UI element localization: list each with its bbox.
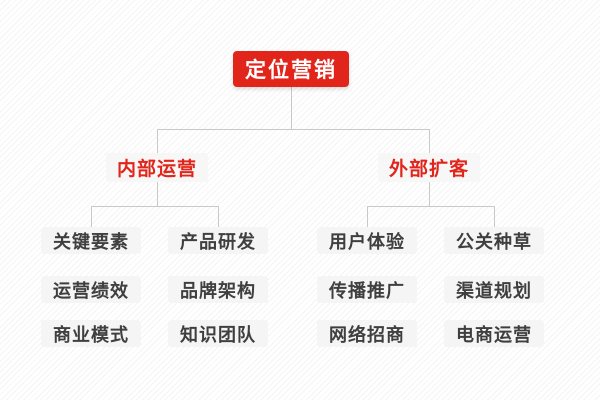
connector-left-drop-2 [218, 206, 219, 227]
connector-right-stem [429, 182, 430, 206]
connector-left-horizontal [91, 206, 219, 207]
leaf-node-key-elements: 关键要素 [41, 227, 141, 254]
connector-right-horizontal [367, 206, 495, 207]
connector-left-stem [157, 182, 158, 206]
connector-left-drop-1 [91, 206, 92, 227]
leaf-node-channel-planning: 渠道规划 [444, 276, 544, 303]
connector-root-stem [291, 87, 292, 129]
leaf-node-business-model: 商业模式 [41, 320, 141, 347]
connector-right-drop-2 [494, 206, 495, 227]
connector-right-drop-1 [367, 206, 368, 227]
branch-node-external-expansion: 外部扩客 [377, 153, 481, 182]
leaf-node-knowledge-team: 知识团队 [168, 320, 268, 347]
branch-node-internal-operations: 内部运营 [105, 153, 209, 182]
leaf-node-user-experience: 用户体验 [317, 227, 417, 254]
leaf-node-pr-seeding: 公关种草 [444, 227, 544, 254]
leaf-node-brand-structure: 品牌架构 [168, 276, 268, 303]
connector-top-drop-right [429, 129, 430, 153]
leaf-node-operation-kpi: 运营绩效 [41, 276, 141, 303]
connector-top-drop-left [157, 129, 158, 153]
connector-top-horizontal [157, 129, 430, 130]
root-node: 定位营销 [233, 51, 349, 87]
leaf-node-online-recruiting: 网络招商 [317, 320, 417, 347]
leaf-node-ecommerce-ops: 电商运营 [444, 320, 544, 347]
leaf-node-promotion: 传播推广 [317, 276, 417, 303]
leaf-node-product-rnd: 产品研发 [168, 227, 268, 254]
